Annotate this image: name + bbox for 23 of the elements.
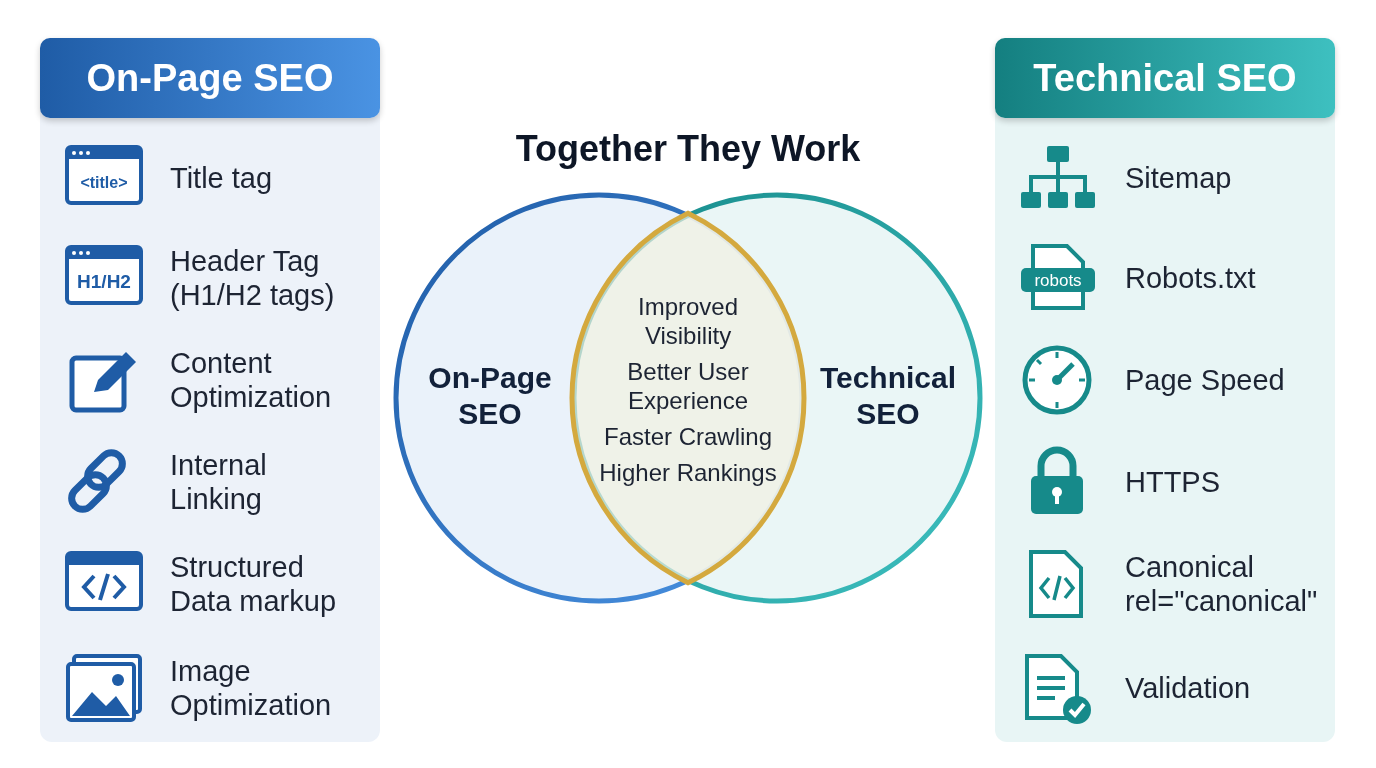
panel-background — [995, 38, 1335, 742]
item-label: Sitemap — [1125, 161, 1233, 195]
circle-label: Technical SEO — [818, 360, 958, 432]
panel-header: Technical SEO — [995, 38, 1335, 118]
item-label: Structured Data markup — [170, 550, 337, 618]
item-label: Validation — [1125, 671, 1252, 705]
item-label: Content Optimization — [170, 346, 333, 414]
overlap-text: Faster Crawling — [602, 422, 773, 451]
item-label: Internal Linking — [170, 448, 268, 516]
item-label: Image Optimization — [170, 654, 333, 722]
item-label: Canonical rel="canonical" — [1125, 550, 1315, 618]
circle-label: On-Page SEO — [427, 360, 553, 432]
panel-header: On-Page SEO — [40, 38, 380, 118]
panel-background — [40, 38, 380, 742]
item-label: Robots.txt — [1125, 261, 1257, 295]
item-label: HTTPS — [1125, 465, 1222, 499]
heading: Together They Work — [514, 128, 862, 170]
overlap-text: Better User Experience — [626, 357, 750, 415]
overlap-text: Higher Rankings — [598, 458, 778, 487]
overlap-text: Improved Visibility — [636, 292, 739, 350]
item-label: Title tag — [170, 161, 274, 195]
item-label: Page Speed — [1125, 363, 1286, 397]
item-label: Header Tag (H1/H2 tags) — [170, 244, 336, 312]
